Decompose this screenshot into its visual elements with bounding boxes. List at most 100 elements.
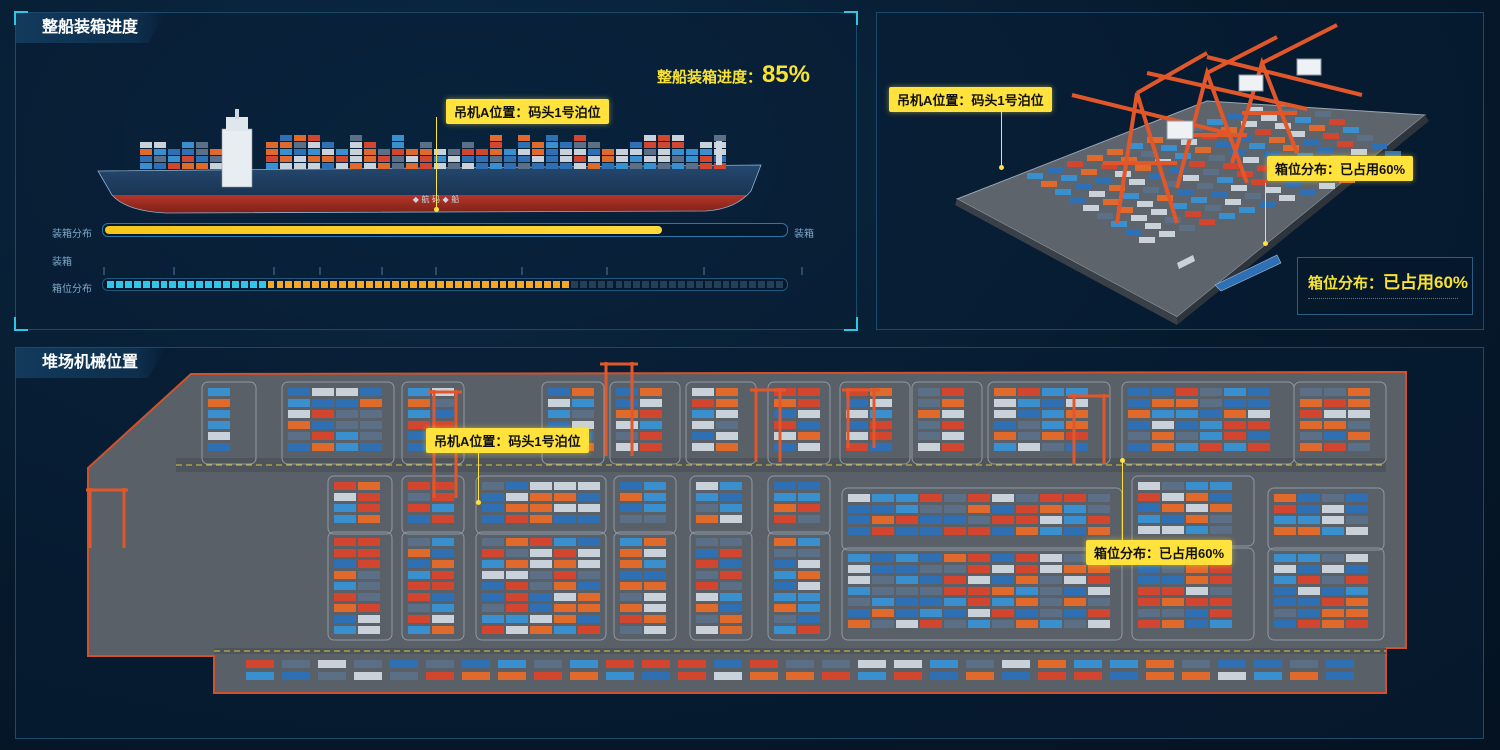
loading-progress-bar[interactable] bbox=[102, 223, 788, 237]
port-container bbox=[1159, 231, 1175, 237]
yard-container bbox=[432, 560, 454, 568]
yard-container bbox=[692, 399, 714, 407]
yard-container bbox=[640, 432, 662, 440]
port-container bbox=[1351, 149, 1367, 155]
bar-segment bbox=[107, 281, 114, 288]
crane-position-tag[interactable]: 吊机A位置：码头1号泊位 bbox=[889, 87, 1052, 112]
yard-container bbox=[848, 576, 870, 584]
yard-container bbox=[620, 538, 642, 546]
yard-container bbox=[498, 672, 526, 680]
yard-container bbox=[334, 493, 356, 501]
port-container bbox=[1177, 189, 1193, 195]
bar-segment bbox=[428, 281, 436, 288]
yard-block-outline bbox=[327, 475, 393, 535]
yard-container bbox=[408, 432, 430, 440]
yard-container bbox=[1322, 609, 1344, 617]
yard-container bbox=[644, 593, 666, 601]
yard-container bbox=[1016, 598, 1038, 606]
yard-container bbox=[798, 504, 820, 512]
yard-container bbox=[1038, 660, 1066, 668]
yard-container bbox=[554, 560, 576, 568]
yard-container bbox=[1298, 527, 1320, 535]
yard-container bbox=[1348, 421, 1370, 429]
yard-block-outline bbox=[839, 381, 911, 465]
yard-container bbox=[896, 576, 918, 584]
yard-container bbox=[1210, 565, 1232, 573]
yard-container bbox=[246, 672, 274, 680]
port-container bbox=[1089, 191, 1105, 197]
yard-container bbox=[548, 399, 570, 407]
yard-container bbox=[1128, 421, 1150, 429]
yard-container bbox=[358, 604, 380, 612]
bar-segment bbox=[312, 281, 320, 288]
yard-container bbox=[1274, 554, 1296, 562]
ship-container bbox=[294, 156, 306, 162]
slot-occupancy-tag[interactable]: 箱位分布：已占用60% bbox=[1086, 540, 1233, 565]
port-container bbox=[1139, 237, 1155, 243]
yard-container bbox=[1298, 565, 1320, 573]
ship-container bbox=[700, 142, 712, 148]
slot-occupancy-tag[interactable]: 箱位分布：已占用60% bbox=[1267, 156, 1414, 181]
port-container bbox=[1165, 217, 1181, 223]
yard-container bbox=[616, 410, 638, 418]
yard-container bbox=[570, 672, 598, 680]
yard-container bbox=[798, 482, 820, 490]
port-container bbox=[1097, 213, 1113, 219]
ship-container bbox=[420, 156, 432, 162]
yard-container bbox=[944, 516, 966, 524]
ship-container bbox=[350, 142, 362, 148]
bar-segment bbox=[383, 281, 391, 288]
yard-container bbox=[482, 560, 504, 568]
yard-container bbox=[1088, 527, 1110, 535]
crane-position-tag[interactable]: 吊机A位置：码头1号泊位 bbox=[426, 428, 589, 453]
yard-container bbox=[1346, 587, 1368, 595]
yard-container bbox=[1016, 494, 1038, 502]
yard-container bbox=[918, 410, 940, 418]
yard-container bbox=[1162, 504, 1184, 512]
ship-container bbox=[588, 149, 600, 155]
yard-container bbox=[1088, 587, 1110, 595]
ship-container bbox=[602, 149, 614, 155]
port-container bbox=[1041, 181, 1057, 187]
yard-container bbox=[408, 604, 430, 612]
yard-container bbox=[720, 615, 742, 623]
yard-container bbox=[1298, 516, 1320, 524]
panel-title: 堆场机械位置 bbox=[16, 348, 167, 378]
yard-container bbox=[360, 410, 382, 418]
yard-container bbox=[846, 443, 868, 451]
slot-distribution-bar[interactable] bbox=[102, 278, 788, 291]
yard-container bbox=[432, 538, 454, 546]
port-container bbox=[1187, 125, 1203, 131]
yard-container bbox=[506, 604, 528, 612]
yard-container bbox=[1064, 576, 1086, 584]
ship-container bbox=[406, 149, 418, 155]
yard-container bbox=[432, 410, 454, 418]
yard-container bbox=[1040, 554, 1062, 562]
yard-container bbox=[894, 672, 922, 680]
yard-container bbox=[1176, 388, 1198, 396]
ship-container bbox=[294, 135, 306, 141]
bar-segment bbox=[570, 281, 578, 288]
yard-container bbox=[506, 549, 528, 557]
yard-container bbox=[774, 443, 796, 451]
yard-container bbox=[462, 660, 490, 668]
ship-container bbox=[210, 156, 222, 162]
port-container bbox=[1255, 129, 1271, 135]
bar-segment bbox=[231, 281, 239, 288]
yard-container bbox=[1138, 493, 1160, 501]
yard-container bbox=[482, 515, 504, 523]
ship-container bbox=[616, 156, 628, 162]
yard-container bbox=[1324, 443, 1346, 451]
yard-container bbox=[1064, 494, 1086, 502]
yard-container bbox=[426, 660, 454, 668]
yard-container bbox=[358, 549, 380, 557]
yard-block-outline bbox=[767, 475, 831, 535]
yard-container bbox=[1348, 443, 1370, 451]
port-container bbox=[1129, 179, 1145, 185]
crane-position-tag[interactable]: 吊机A位置：码头1号泊位 bbox=[446, 99, 609, 124]
yard-container bbox=[1018, 421, 1040, 429]
yard-container bbox=[870, 388, 892, 396]
yard-container bbox=[334, 626, 356, 634]
ship-container bbox=[294, 142, 306, 148]
yard-container bbox=[1274, 527, 1296, 535]
